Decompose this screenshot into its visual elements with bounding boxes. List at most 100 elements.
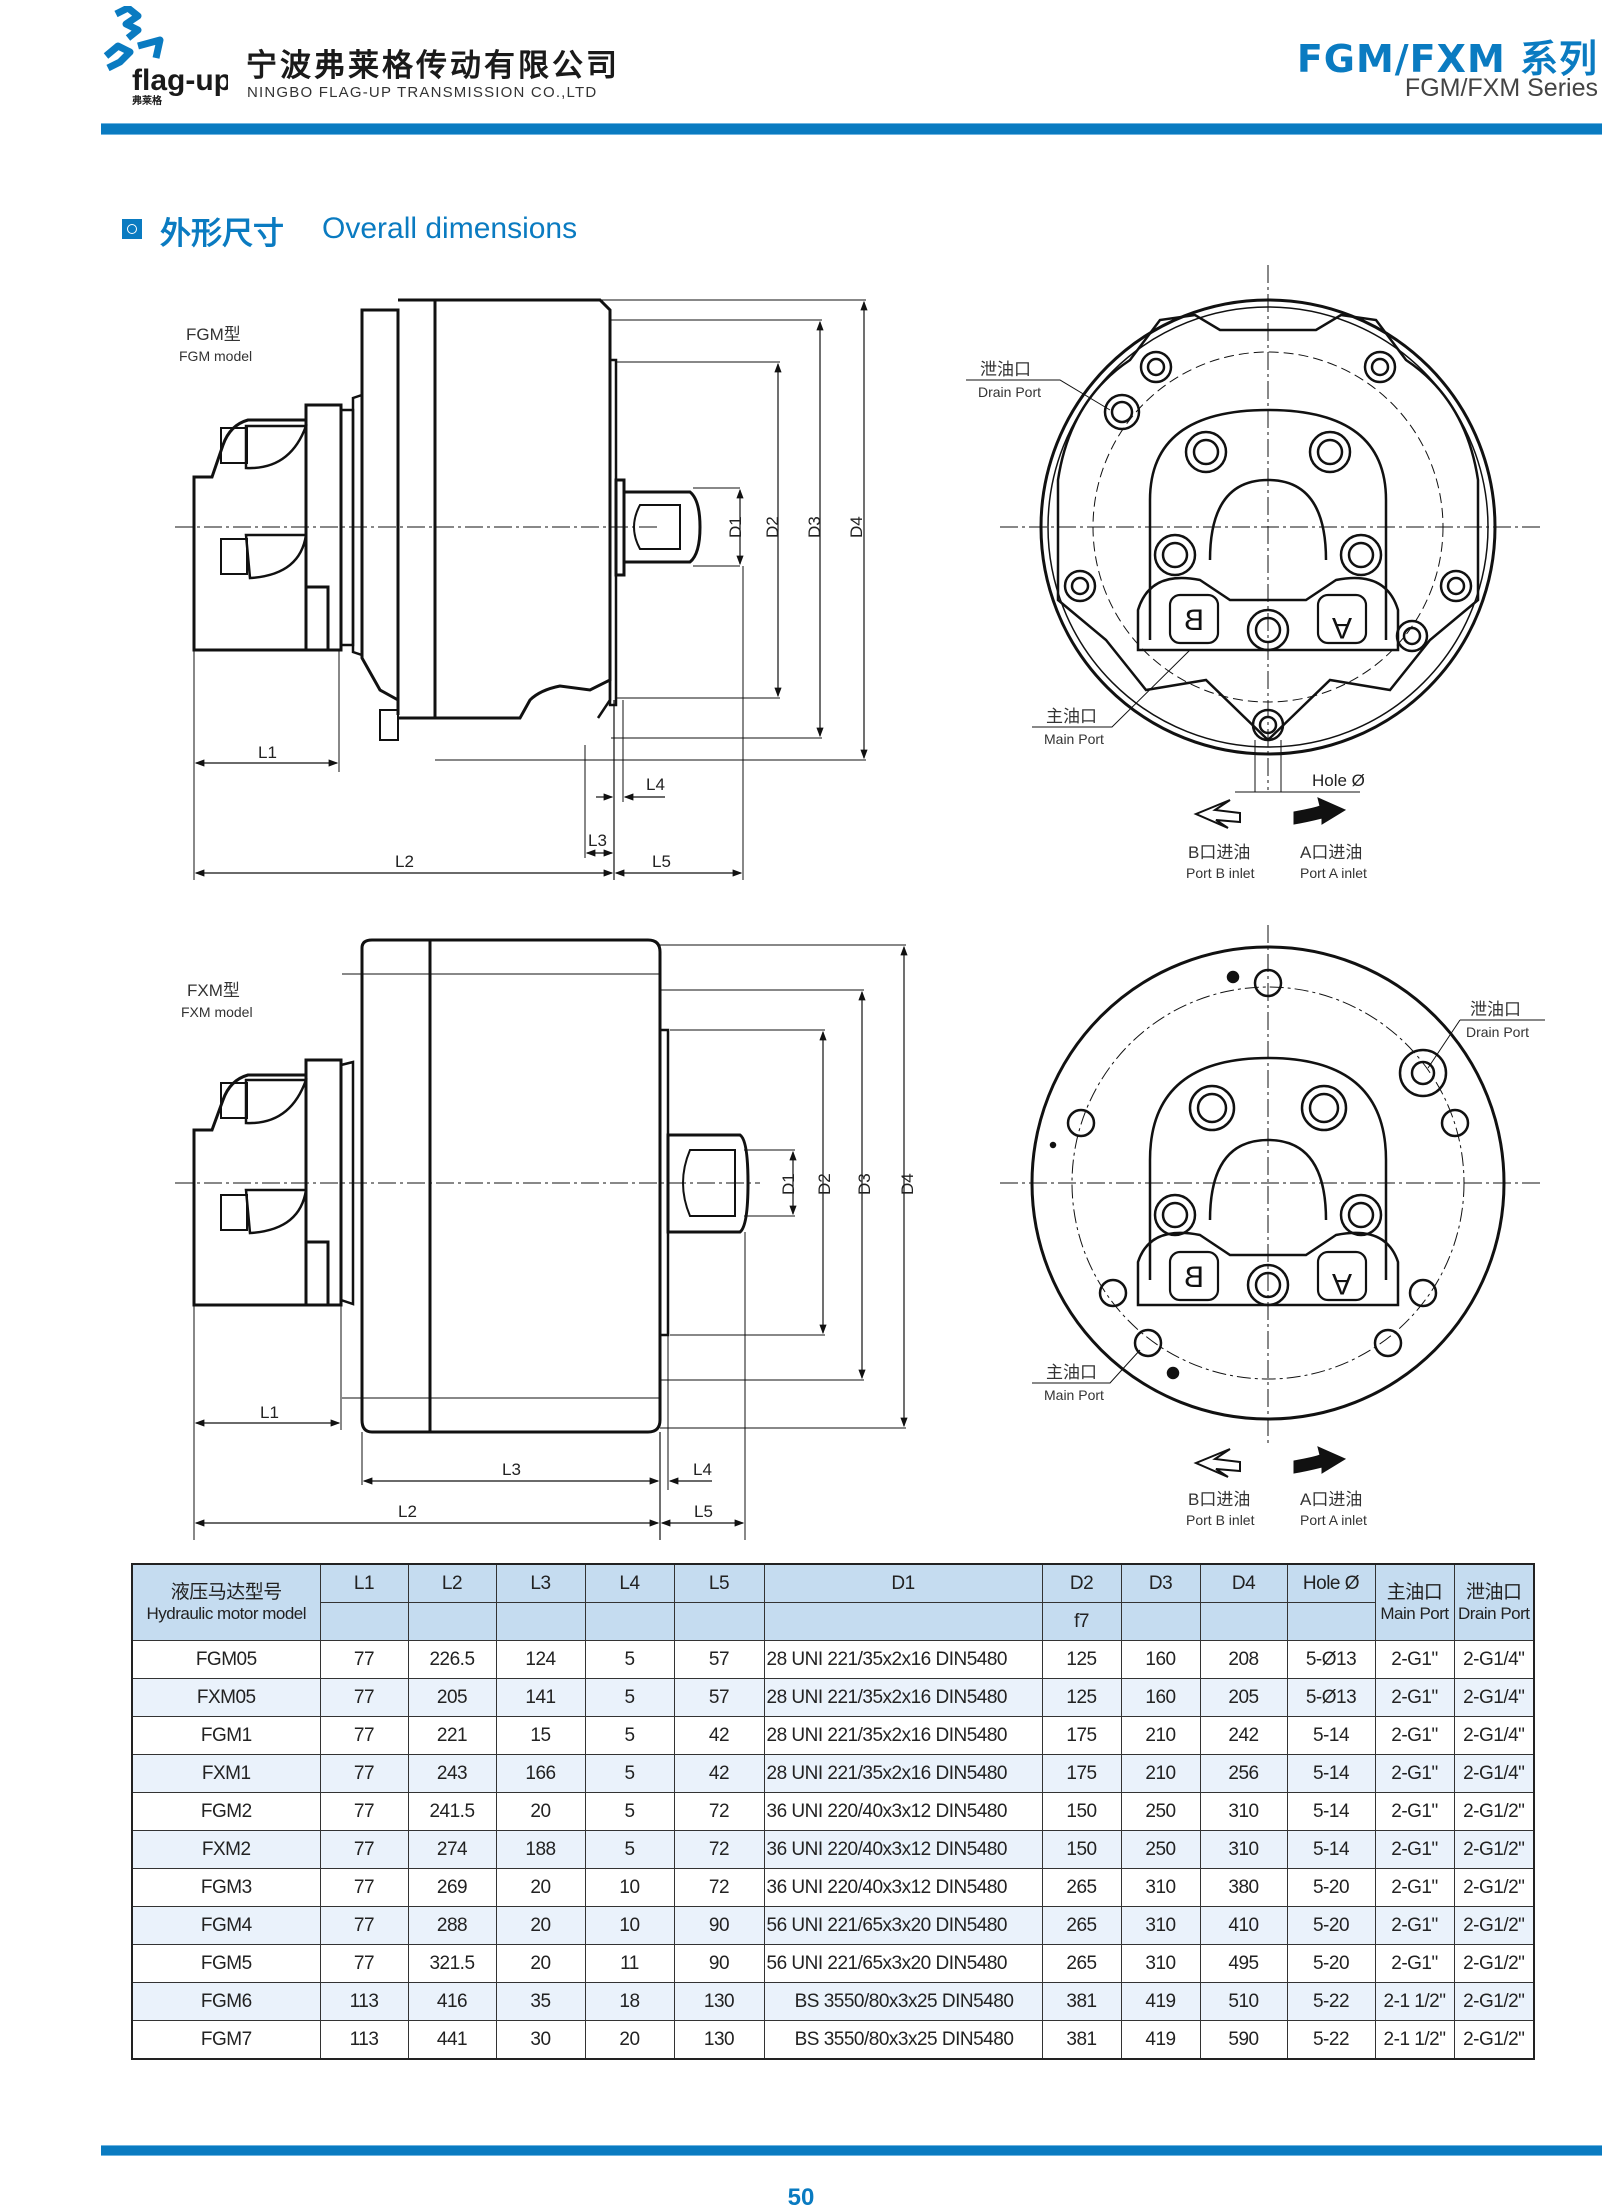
logo-subtext: 弗莱格	[132, 94, 163, 106]
value-cell: 28 UNI 221/35x2x16 DIN5480	[763, 1640, 1043, 1679]
value-cell: 5	[584, 1792, 675, 1831]
fgm-side-view: FGM型 FGM model D1	[175, 298, 868, 880]
value-cell: 2-G1"	[1374, 1944, 1455, 1983]
value-cell: 20	[495, 1792, 586, 1831]
fgm-main-port-label-en: Main Port	[1044, 731, 1104, 747]
value-cell: 5-Ø13	[1286, 1640, 1376, 1679]
value-cell: 2-G1/2"	[1453, 1830, 1535, 1869]
value-cell: 310	[1199, 1792, 1288, 1831]
value-cell: 2-G1"	[1374, 1830, 1455, 1869]
value-cell: 77	[319, 1640, 409, 1679]
fgm-port-a-label-en: Port A inlet	[1300, 865, 1367, 881]
value-cell: 265	[1041, 1868, 1122, 1907]
flag-up-logo-icon: flag-up 弗莱格	[103, 4, 232, 107]
fgm-dim-d2: D2	[763, 516, 782, 538]
value-cell: 20	[495, 1944, 586, 1983]
fgm-dim-l4: L4	[646, 775, 665, 794]
value-cell: 410	[1199, 1906, 1288, 1945]
model-cell: FGM3	[131, 1868, 321, 1907]
value-cell: 243	[407, 1754, 497, 1793]
value-cell: 77	[319, 1754, 409, 1793]
value-cell: 242	[1199, 1716, 1288, 1755]
value-cell: 2-G1/2"	[1453, 1944, 1535, 1983]
value-cell: 274	[407, 1830, 497, 1869]
fxm-port-b-mark: B	[1184, 1261, 1204, 1294]
value-cell: 28 UNI 221/35x2x16 DIN5480	[763, 1716, 1043, 1755]
value-cell: 5-Ø13	[1286, 1678, 1376, 1717]
fxm-front-view: B A 泄油口 Drain Port 主油口 Main Port	[1000, 925, 1545, 1528]
value-cell: 57	[673, 1678, 765, 1717]
value-cell: 18	[584, 1982, 675, 2021]
fgm-model-label-en: FGM model	[179, 348, 252, 364]
value-cell: 419	[1120, 2020, 1201, 2060]
model-cell: FGM4	[131, 1906, 321, 1945]
value-cell: BS 3550/80x3x25 DIN5480	[763, 2020, 1043, 2060]
fgm-model-label-cn: FGM型	[186, 325, 241, 344]
header-model: 液压马达型号 Hydraulic motor model	[131, 1563, 321, 1641]
header-l2: L2	[407, 1563, 497, 1603]
value-cell: 310	[1120, 1944, 1201, 1983]
value-cell: 2-G1"	[1374, 1716, 1455, 1755]
fxm-port-a-label-cn: A口进油	[1300, 1490, 1362, 1509]
fxm-drain-port-label-en: Drain Port	[1466, 1024, 1529, 1040]
value-cell: 72	[673, 1830, 765, 1869]
fgm-dim-l2: L2	[395, 852, 414, 871]
value-cell: 5-20	[1286, 1868, 1376, 1907]
header-l3: L3	[495, 1563, 586, 1603]
port-a-direction-arrow-icon	[1293, 1446, 1347, 1474]
model-cell: FXM05	[131, 1678, 321, 1717]
value-cell: BS 3550/80x3x25 DIN5480	[763, 1982, 1043, 2021]
value-cell: 130	[673, 1982, 765, 2021]
value-cell: 77	[319, 1868, 409, 1907]
value-cell: 124	[495, 1640, 586, 1679]
fgm-dim-l5: L5	[652, 852, 671, 871]
value-cell: 250	[1120, 1792, 1201, 1831]
value-cell: 166	[495, 1754, 586, 1793]
value-cell: 175	[1041, 1716, 1122, 1755]
fgm-port-b-label-cn: B口进油	[1188, 843, 1250, 862]
value-cell: 5-20	[1286, 1906, 1376, 1945]
value-cell: 36 UNI 220/40x3x12 DIN5480	[763, 1830, 1043, 1869]
value-cell: 2-G1/2"	[1453, 1792, 1535, 1831]
value-cell: 5	[584, 1678, 675, 1717]
value-cell: 160	[1120, 1640, 1201, 1679]
header-l5: L5	[673, 1563, 765, 1603]
value-cell: 125	[1041, 1678, 1122, 1717]
header-d3: D3	[1120, 1563, 1201, 1603]
value-cell: 130	[673, 2020, 765, 2060]
value-cell: 205	[1199, 1678, 1288, 1717]
value-cell: 256	[1199, 1754, 1288, 1793]
value-cell: 35	[495, 1982, 586, 2021]
fxm-dim-d4: D4	[898, 1173, 917, 1195]
port-b-direction-arrow-icon	[1193, 1448, 1241, 1478]
value-cell: 141	[495, 1678, 586, 1717]
value-cell: 2-G1"	[1374, 1640, 1455, 1679]
value-cell: 5-14	[1286, 1830, 1376, 1869]
value-cell: 10	[584, 1906, 675, 1945]
company-name-cn: 宁波弗莱格传动有限公司	[246, 48, 620, 84]
value-cell: 250	[1120, 1830, 1201, 1869]
fgm-dim-l3: L3	[588, 831, 607, 850]
value-cell: 11	[584, 1944, 675, 1983]
value-cell: 72	[673, 1792, 765, 1831]
value-cell: 90	[673, 1906, 765, 1945]
fxm-dim-l2: L2	[398, 1502, 417, 1521]
value-cell: 113	[319, 2020, 409, 2060]
value-cell: 15	[495, 1716, 586, 1755]
value-cell: 321.5	[407, 1944, 497, 1983]
value-cell: 113	[319, 1982, 409, 2021]
value-cell: 36 UNI 220/40x3x12 DIN5480	[763, 1792, 1043, 1831]
value-cell: 5	[584, 1640, 675, 1679]
header-d2: D2	[1041, 1563, 1122, 1603]
fgm-drain-port-label-en: Drain Port	[978, 384, 1041, 400]
value-cell: 2-1 1/2"	[1374, 2020, 1455, 2060]
value-cell: 2-G1"	[1374, 1792, 1455, 1831]
value-cell: 77	[319, 1792, 409, 1831]
company-name-en: NINGBO FLAG-UP TRANSMISSION CO.,LTD	[247, 84, 598, 101]
fxm-dim-d2: D2	[815, 1173, 834, 1195]
